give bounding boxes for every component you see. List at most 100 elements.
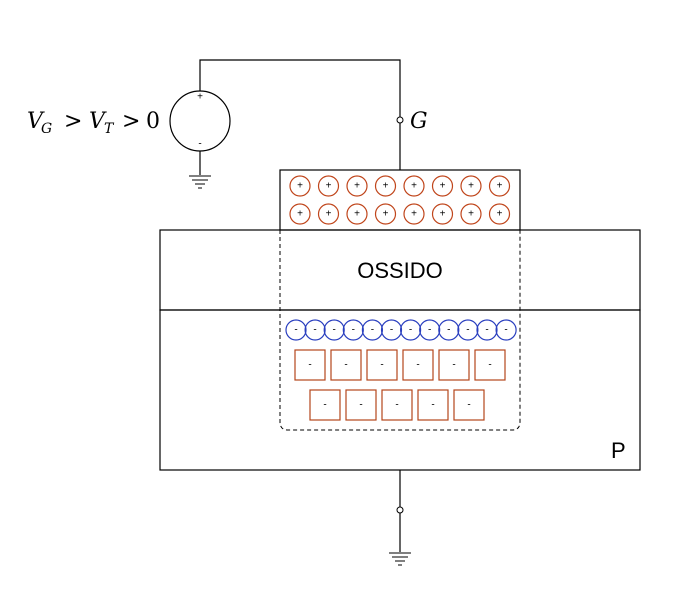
electron: - (304, 319, 326, 341)
positive-charge: + (431, 203, 454, 225)
svg-text:-: - (488, 360, 491, 371)
svg-text:-: - (447, 325, 450, 336)
positive-charge: + (346, 175, 368, 197)
positive-charge: + (346, 203, 368, 225)
svg-text:-: - (428, 325, 431, 336)
bulk-terminal (396, 506, 404, 514)
positive-charge: + (488, 203, 511, 225)
svg-text:-: - (344, 360, 347, 371)
positive-charge: + (460, 175, 482, 197)
positive-charge: + (289, 203, 311, 225)
acceptor-ion: - (417, 389, 449, 421)
positive-charge: + (488, 175, 511, 197)
svg-text:+: + (468, 209, 474, 220)
svg-text:-: - (352, 325, 355, 336)
svg-text:+: + (497, 181, 503, 192)
svg-text:+: + (383, 209, 389, 220)
electron: - (457, 319, 479, 341)
positive-charge: + (317, 175, 340, 197)
positive-charge: + (374, 175, 397, 197)
oxide-label: OSSIDO (357, 258, 443, 283)
positive-charge: + (431, 175, 454, 197)
acceptor-ion: - (474, 349, 506, 381)
svg-text:-: - (359, 400, 362, 411)
svg-text:-: - (452, 360, 455, 371)
condition-label: V G > V T > 0 (27, 109, 160, 137)
svg-text:-: - (308, 360, 311, 371)
electron: - (419, 319, 441, 341)
svg-text:+: + (297, 181, 303, 192)
electron: - (476, 319, 498, 341)
svg-text:0: 0 (146, 109, 160, 134)
acceptor-ion: - (402, 349, 434, 381)
electron: - (342, 319, 364, 341)
gate-label: G (410, 109, 428, 134)
svg-text:V: V (89, 109, 107, 134)
electron: - (495, 319, 517, 341)
svg-text:V: V (27, 109, 45, 134)
svg-text:-: - (390, 325, 393, 336)
svg-text:-: - (466, 325, 469, 336)
depletion-acceptor-ions: - - - - - - - - - - - (294, 349, 506, 421)
source-plus: + (197, 92, 203, 103)
svg-text:-: - (431, 400, 434, 411)
acceptor-ion: - (366, 349, 398, 381)
svg-text:+: + (440, 209, 446, 220)
electron: - (285, 319, 307, 341)
svg-text:+: + (354, 181, 360, 192)
acceptor-ion: - (453, 389, 485, 421)
svg-text:T: T (104, 121, 115, 137)
svg-text:>: > (64, 109, 82, 134)
substrate-label: P (611, 438, 626, 463)
svg-text:-: - (409, 325, 412, 336)
positive-charge: + (374, 203, 397, 225)
svg-text:>: > (122, 109, 140, 134)
svg-text:+: + (411, 209, 417, 220)
positive-charge: + (403, 175, 425, 197)
svg-text:+: + (411, 181, 417, 192)
svg-text:-: - (294, 325, 297, 336)
svg-text:+: + (383, 181, 389, 192)
electron: - (361, 319, 383, 341)
svg-text:+: + (354, 209, 360, 220)
svg-text:-: - (323, 400, 326, 411)
svg-text:-: - (333, 325, 336, 336)
svg-text:-: - (371, 325, 374, 336)
svg-text:-: - (416, 360, 419, 371)
electron: - (323, 319, 345, 341)
acceptor-ion: - (309, 389, 341, 421)
svg-text:G: G (41, 121, 52, 137)
p-substrate (159, 309, 641, 471)
svg-text:+: + (497, 209, 503, 220)
electron: - (400, 319, 422, 341)
gate-wire (199, 59, 401, 170)
svg-text:+: + (468, 181, 474, 192)
svg-text:-: - (504, 325, 507, 336)
electron: - (380, 319, 403, 341)
ground-icon-bulk (389, 552, 411, 566)
gate-terminal (396, 116, 404, 124)
svg-text:+: + (326, 209, 332, 220)
inversion-layer-electrons: ------------ (285, 319, 517, 341)
acceptor-ion: - (381, 389, 413, 421)
positive-charge: + (403, 203, 425, 225)
positive-charge: + (460, 203, 482, 225)
positive-charge: + (317, 203, 340, 225)
gate-electrode (279, 169, 521, 231)
svg-text:+: + (440, 181, 446, 192)
source-minus: - (198, 139, 201, 150)
positive-charge: + (289, 175, 311, 197)
depletion-region-outline (279, 230, 521, 431)
electron: - (438, 319, 460, 341)
acceptor-ion: - (345, 389, 377, 421)
svg-text:-: - (467, 400, 470, 411)
voltage-source-icon (169, 90, 231, 152)
svg-text:-: - (313, 325, 316, 336)
gate-positive-charges: + + + + + + + + + + + + + + + + (289, 175, 511, 225)
svg-text:-: - (380, 360, 383, 371)
svg-text:+: + (326, 181, 332, 192)
svg-text:-: - (395, 400, 398, 411)
svg-text:+: + (297, 209, 303, 220)
acceptor-ion: - (330, 349, 362, 381)
